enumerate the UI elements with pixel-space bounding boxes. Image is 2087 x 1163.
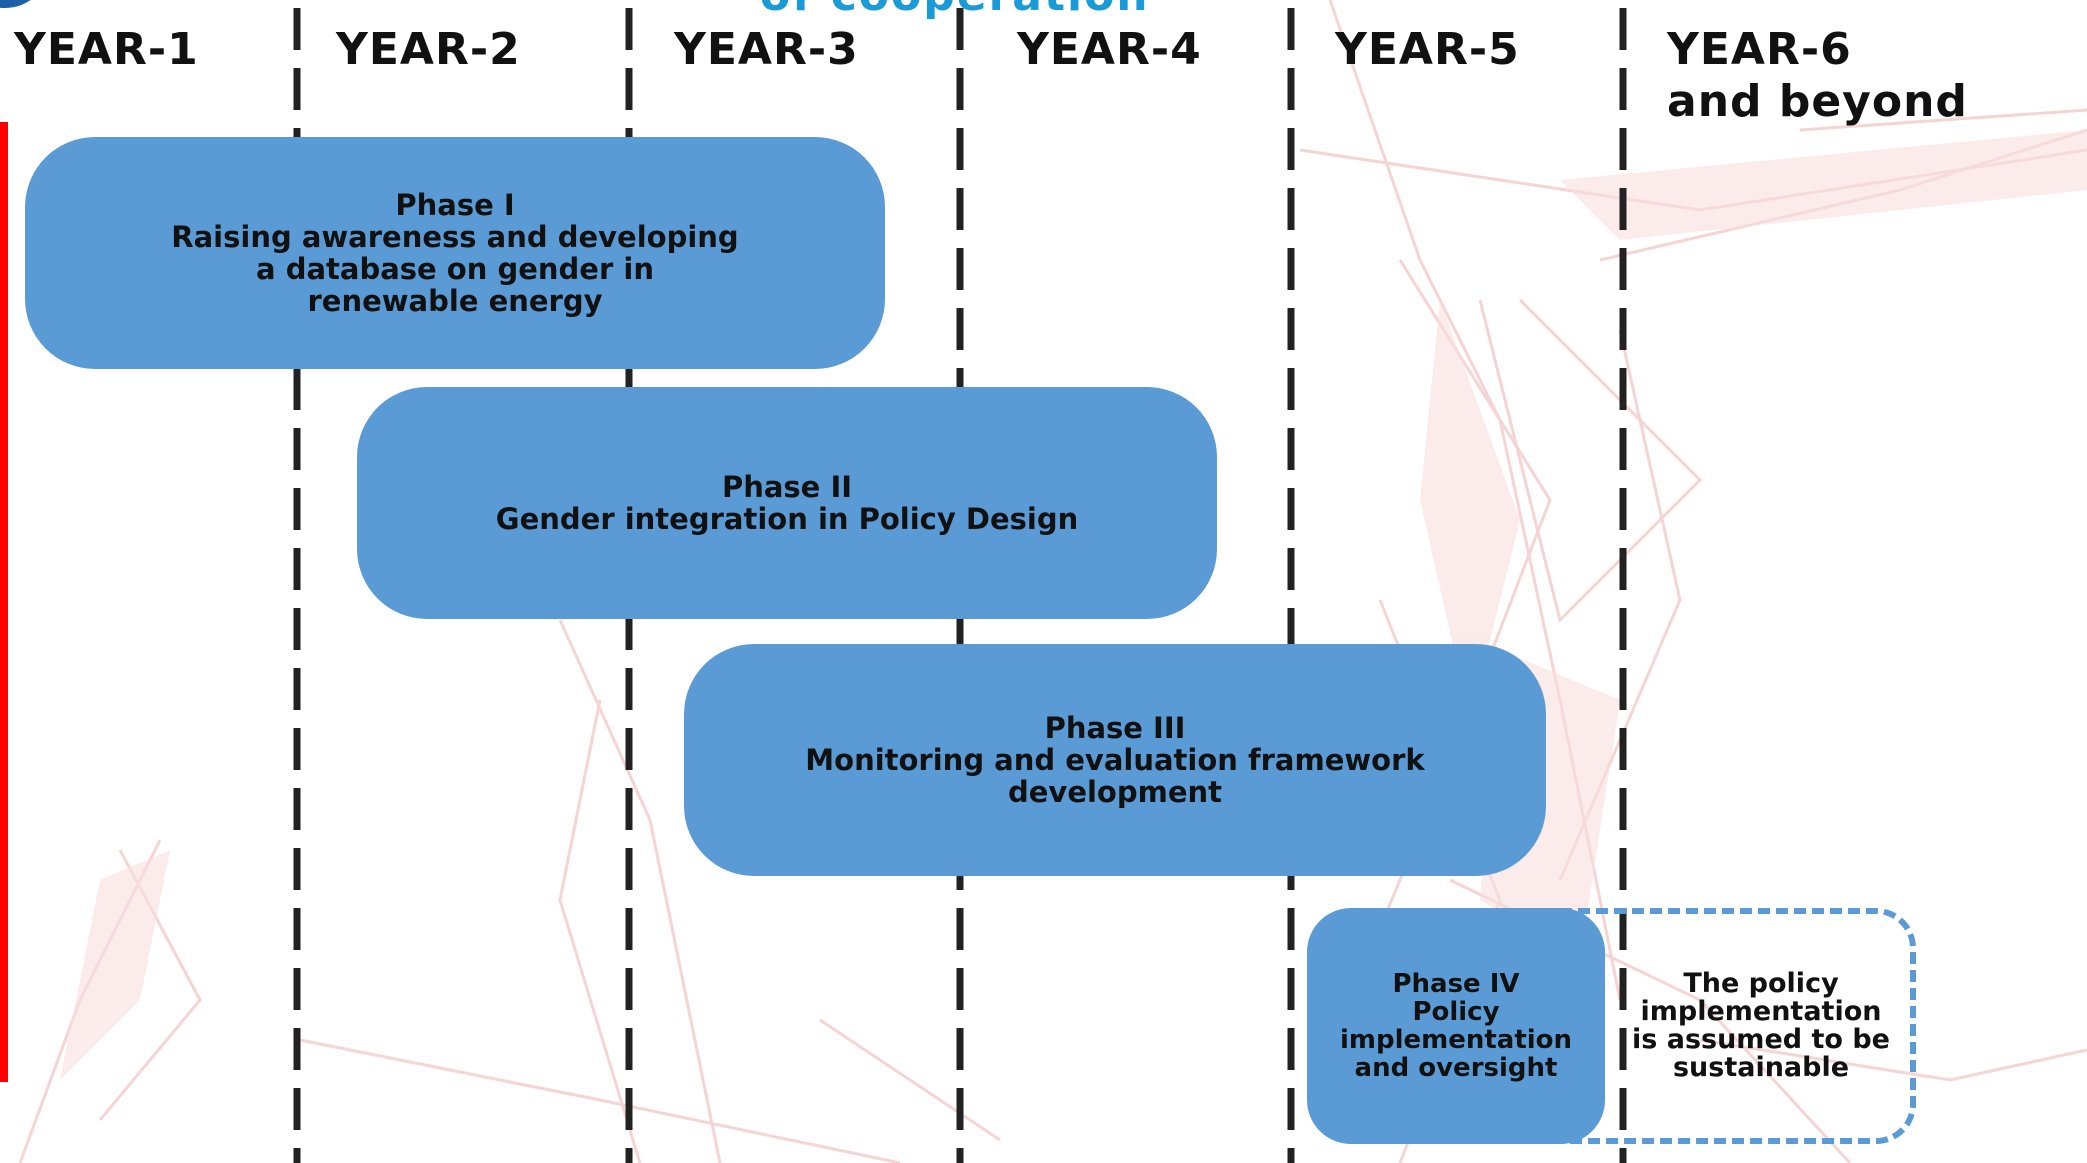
sustainability-note: The policy implementation is assumed to … [1610, 908, 1912, 1144]
phase-2-box: Phase II Gender integration in Policy De… [357, 387, 1217, 619]
phase-3-line: development [1007, 775, 1223, 809]
year-header-6: YEAR-6 [1667, 24, 1852, 75]
phase-3-title: Phase III [1044, 711, 1186, 745]
phase-2-line: Gender integration in Policy Design [495, 502, 1079, 536]
year-header-5: YEAR-5 [1335, 24, 1520, 75]
phase-3-line: Monitoring and evaluation framework [805, 743, 1425, 777]
year-header-4: YEAR-4 [1017, 24, 1202, 75]
phase-3-box: Phase III Monitoring and evaluation fram… [684, 644, 1546, 876]
phase-4-line: and oversight [1354, 1053, 1558, 1083]
phase-1-box: Phase I Raising awareness and developing… [25, 137, 885, 369]
phase-4-line: implementation [1339, 1025, 1573, 1055]
phase-1-line: a database on gender in [256, 252, 654, 286]
year-header-6-subline: and beyond [1667, 76, 1968, 127]
phase-1-line: Raising awareness and developing [171, 220, 739, 254]
phase-4-title: Phase IV [1392, 969, 1520, 999]
phase-4-line: Policy [1412, 997, 1500, 1027]
note-line: The policy [1683, 968, 1839, 999]
year-header-3: YEAR-3 [674, 24, 859, 75]
phase-4-box: Phase IV Policy implementation and overs… [1307, 908, 1605, 1144]
sustainability-dashed-box [1560, 908, 1916, 1144]
red-accent-bar [0, 122, 8, 1082]
phase-1-title: Phase I [395, 188, 515, 222]
note-line: implementation [1640, 996, 1882, 1027]
note-line: is assumed to be [1632, 1024, 1890, 1055]
phase-2-title: Phase II [721, 470, 853, 504]
phase-1-line: renewable energy [307, 284, 603, 318]
page-title-fragment: of cooperation [760, 0, 1150, 21]
year-header-1: YEAR-1 [14, 24, 199, 75]
year-header-2: YEAR-2 [336, 24, 521, 75]
note-line: sustainable [1672, 1052, 1850, 1083]
